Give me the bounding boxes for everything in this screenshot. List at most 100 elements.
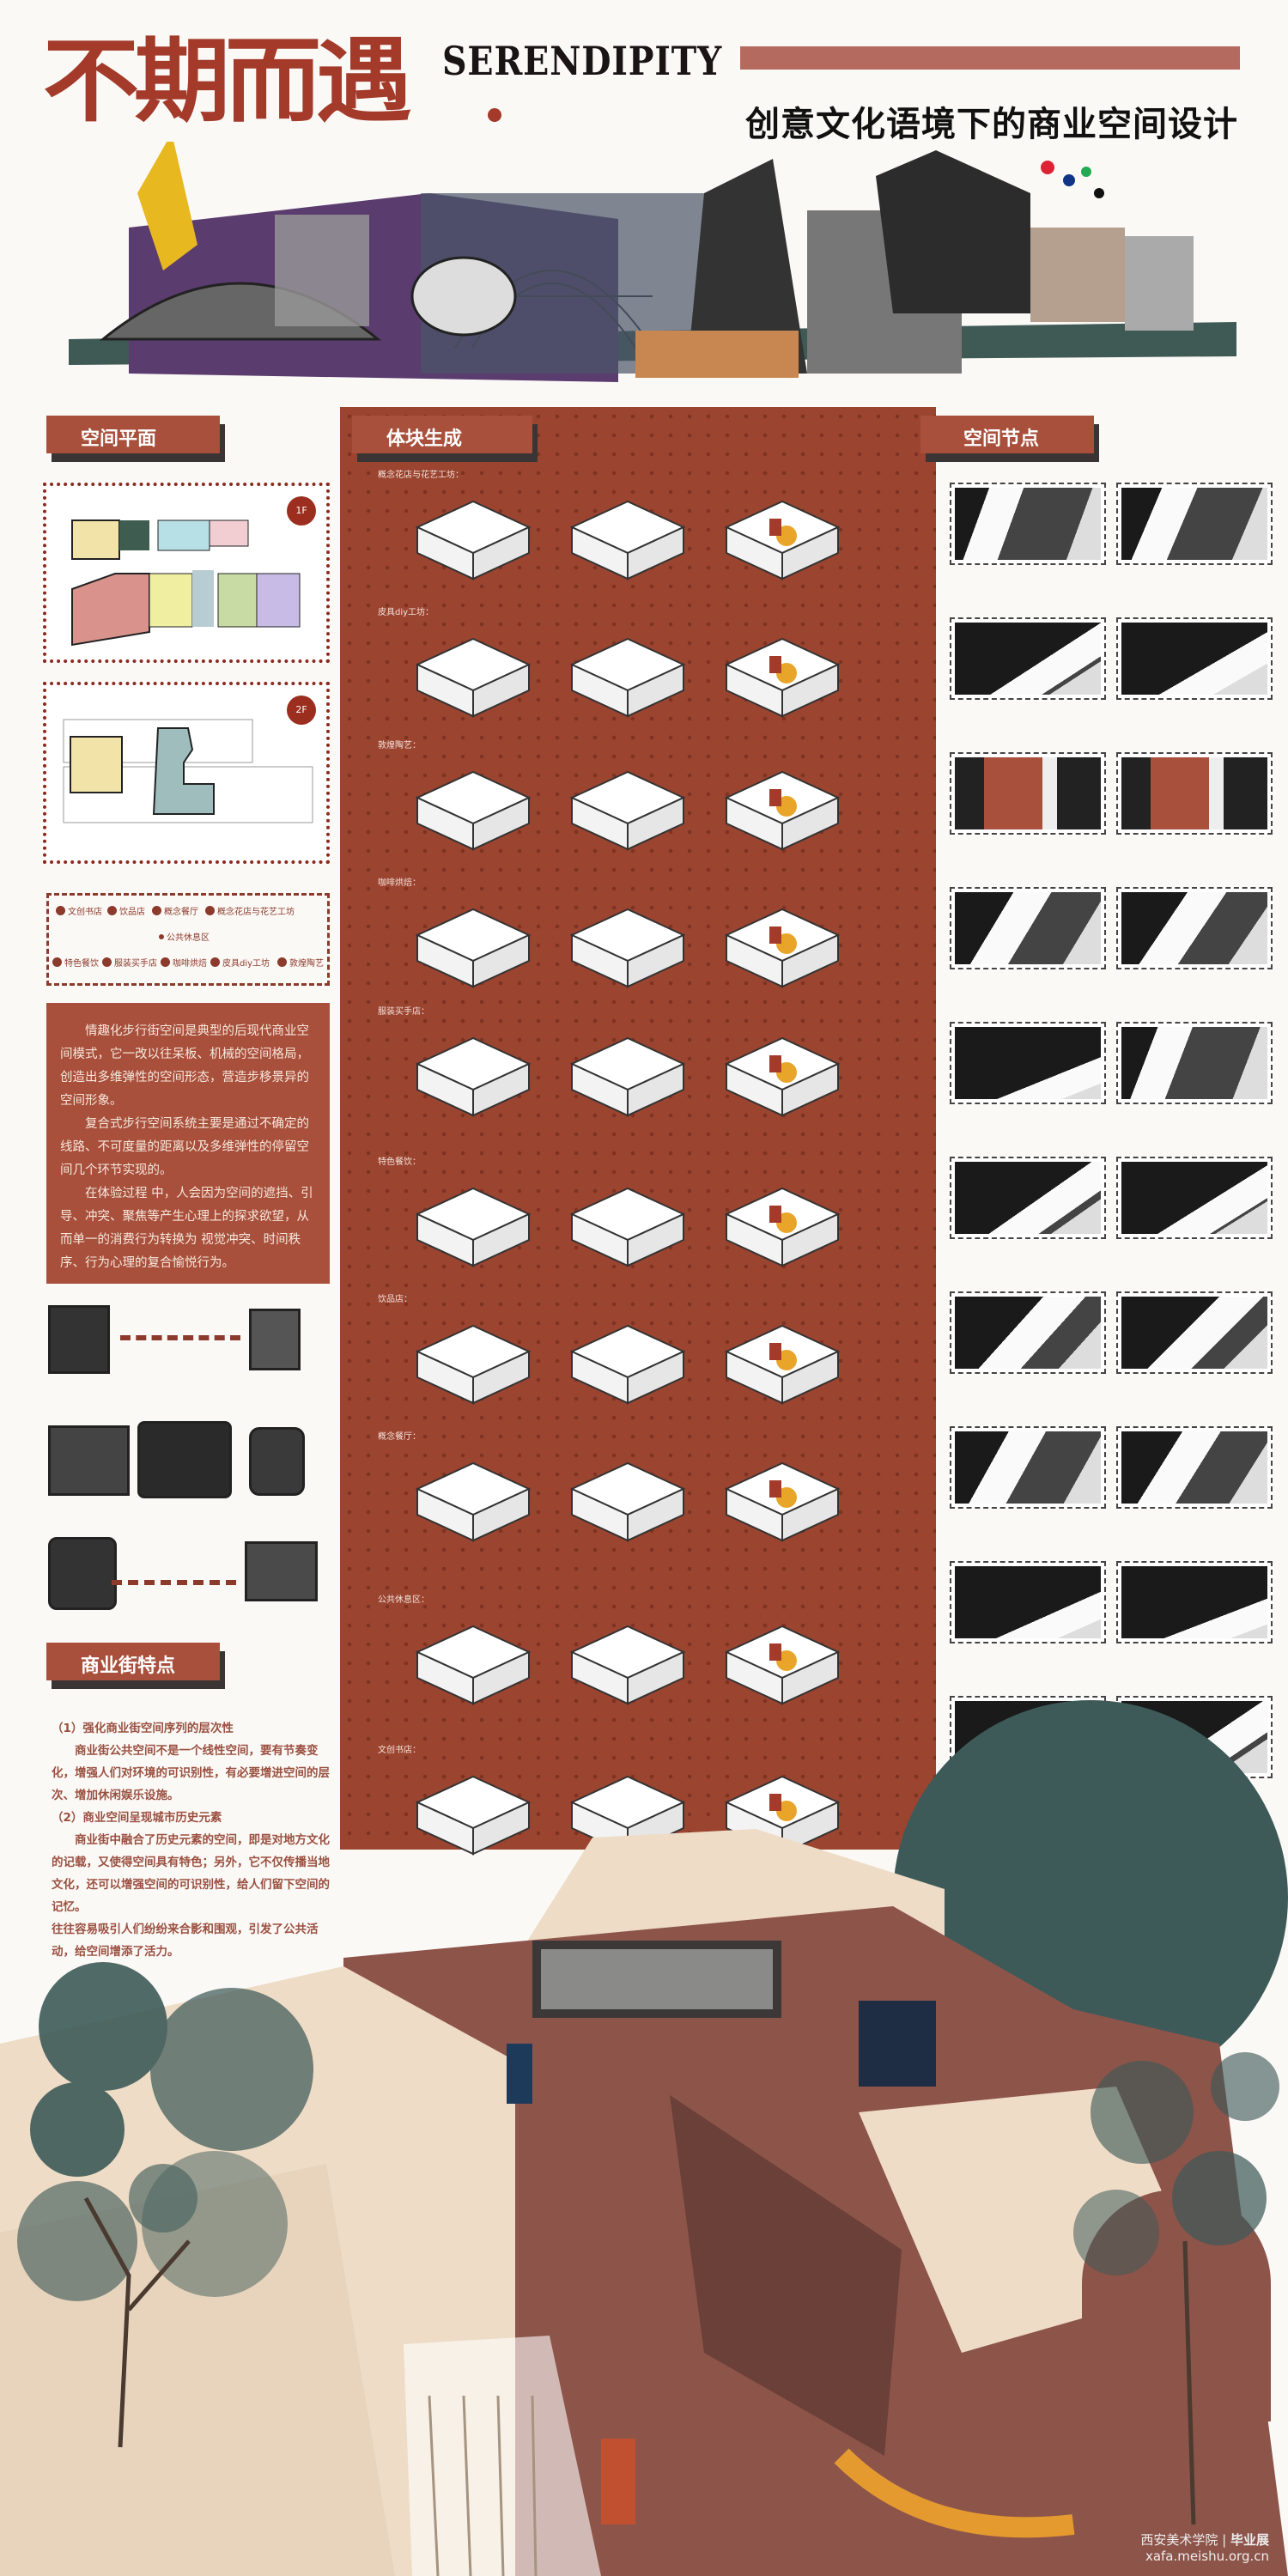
massing-row-label: 公共休息区：	[378, 1595, 429, 1605]
massing-row-label: 饮品店：	[378, 1295, 412, 1304]
massing-block	[415, 1625, 532, 1705]
feature-paragraph: 商业街公共空间不是一个线性空间，要有节奏变化，增强人们对环境的可识别性，有必要增…	[52, 1744, 330, 1802]
feature-heading: （1）强化商业街空间序列的层次性	[52, 1722, 234, 1735]
legend-item: 皮具diy工坊	[210, 956, 270, 969]
massing-block	[724, 770, 841, 851]
legend-item: 概念餐厅	[152, 904, 198, 917]
space-node-image	[1116, 1291, 1273, 1374]
massing-block	[569, 637, 686, 718]
massing-block	[415, 1187, 532, 1267]
feature-paragraph: 商业街中融合了历史元素的空间，即是对地方文化的记载，又使得空间具有特色；另外，它…	[52, 1833, 330, 1914]
massing-block	[415, 637, 532, 718]
intro-paragraph: 在体验过程 中，人会因为空间的遮挡、引导、冲突、聚焦等产生心理上的探求欲望，从而…	[60, 1187, 313, 1270]
credit-exhibit: 毕业展	[1230, 2532, 1269, 2548]
collage-image	[48, 1537, 117, 1610]
massing-row-label: 文创书店：	[378, 1746, 421, 1755]
space-node-image	[950, 752, 1106, 835]
space-node-image	[950, 1157, 1106, 1239]
massing-row-label: 概念花店与花艺工坊：	[378, 471, 464, 480]
space-node-image	[1116, 887, 1273, 969]
massing-block	[724, 1324, 841, 1405]
massing-block	[569, 1461, 686, 1542]
title-bar	[740, 46, 1240, 70]
space-node-image	[1116, 1426, 1273, 1509]
massing-block	[415, 500, 532, 580]
legend-item: 概念花店与花艺工坊	[205, 904, 295, 917]
space-node-image	[950, 887, 1106, 969]
collage-image	[48, 1305, 110, 1374]
collage-image	[249, 1309, 301, 1370]
subtitle: 创意文化语境下的商业空间设计	[745, 105, 1238, 144]
legend: 文创书店 饮品店 概念餐厅 概念花店与花艺工坊 公共休息区 特色餐饮 服装买手店…	[46, 893, 330, 986]
credit-school: 西安美术学院	[1140, 2532, 1218, 2548]
feature-heading: （2）商业空间呈现城市历史元素	[52, 1811, 222, 1825]
massing-block	[724, 1187, 841, 1267]
legend-item: 饮品店	[107, 904, 145, 917]
massing-block	[415, 1775, 532, 1856]
collage-image	[137, 1421, 232, 1498]
massing-block	[415, 1461, 532, 1542]
intro-paragraph: 情趣化步行街空间是典型的后现代商业空间模式，它一改以往呆板、机械的空间格局，创造…	[60, 1024, 309, 1108]
legend-item: 敦煌陶艺	[277, 956, 324, 969]
space-node-image	[1116, 1561, 1273, 1643]
floor-plan-2f-drawing	[63, 719, 313, 823]
massing-block	[569, 500, 686, 580]
massing-block	[724, 500, 841, 580]
intro-paragraph: 复合式步行空间系统主要是通过不确定的线路、不可度量的距离以及多维弹性的停留空间几…	[60, 1117, 309, 1177]
space-node-image	[950, 1291, 1106, 1374]
space-node-image	[950, 617, 1106, 700]
axonometric-view	[0, 1700, 1288, 2576]
floor-badge-1f: 1F	[287, 496, 316, 526]
massing-panel: 概念花店与花艺工坊：皮具diy工坊：敦煌陶艺：咖啡烘焙：服装买手店：特色餐饮：饮…	[340, 407, 936, 1856]
massing-block	[724, 1036, 841, 1117]
legend-item: 咖啡烘焙	[161, 956, 207, 969]
features-text: （1）强化商业街空间序列的层次性 商业街公共空间不是一个线性空间，要有节奏变化，…	[52, 1717, 335, 1963]
space-node-image	[1116, 1022, 1273, 1104]
legend-item: 服装买手店	[102, 956, 157, 969]
banner-collage	[69, 142, 1236, 382]
floor-plan-1f-drawing	[71, 519, 301, 647]
space-node-image	[950, 1426, 1106, 1509]
legend-item: 文创书店	[56, 904, 102, 917]
space-node-image	[950, 1561, 1106, 1643]
massing-row-label: 服装买手店：	[378, 1007, 429, 1017]
title-en: SERENDIPITY	[442, 38, 723, 84]
space-node-image	[950, 483, 1106, 565]
massing-row-label: 咖啡烘焙：	[378, 878, 421, 888]
section-header-massing: 体块生成	[352, 416, 532, 453]
massing-block	[569, 1625, 686, 1705]
massing-block	[724, 1625, 841, 1705]
collage-image	[249, 1427, 305, 1496]
credit-watermark: 西安美术学院 | 毕业展 xafa.meishu.org.cn	[1140, 2532, 1269, 2564]
section-header-plan: 空间平面	[46, 416, 220, 453]
floor-plan-1f: 1F	[43, 483, 330, 663]
space-node-image	[1116, 1157, 1273, 1239]
massing-block	[569, 1036, 686, 1117]
legend-item: 特色餐饮	[52, 956, 99, 969]
feature-paragraph: 往往容易吸引人们纷纷来合影和围观，引发了公共活动，给空间增添了活力。	[52, 1923, 319, 1959]
title-cn: 不期而遇	[43, 28, 412, 135]
space-node-image	[1116, 752, 1273, 835]
massing-row-label: 概念餐厅：	[378, 1432, 421, 1442]
floor-plan-2f: 2F	[43, 682, 330, 864]
massing-row-label: 敦煌陶艺：	[378, 741, 421, 750]
collage-image	[245, 1541, 318, 1601]
massing-block	[724, 1461, 841, 1542]
massing-block	[569, 770, 686, 851]
title-dot	[488, 108, 501, 122]
massing-row-label: 特色餐饮：	[378, 1157, 421, 1167]
section-header-features: 商业街特点	[46, 1643, 220, 1680]
massing-block	[415, 1324, 532, 1405]
space-node-image	[950, 1022, 1106, 1104]
massing-block	[569, 1324, 686, 1405]
tree-canopies	[17, 1962, 1279, 2301]
massing-block	[569, 908, 686, 988]
intro-text: 情趣化步行街空间是典型的后现代商业空间模式，它一改以往呆板、机械的空间格局，创造…	[46, 1003, 330, 1284]
massing-block	[569, 1187, 686, 1267]
massing-block	[724, 908, 841, 988]
credit-url[interactable]: xafa.meishu.org.cn	[1145, 2549, 1269, 2564]
massing-block	[415, 770, 532, 851]
floor-badge-2f: 2F	[287, 696, 316, 725]
massing-block	[415, 1036, 532, 1117]
massing-block	[724, 637, 841, 718]
